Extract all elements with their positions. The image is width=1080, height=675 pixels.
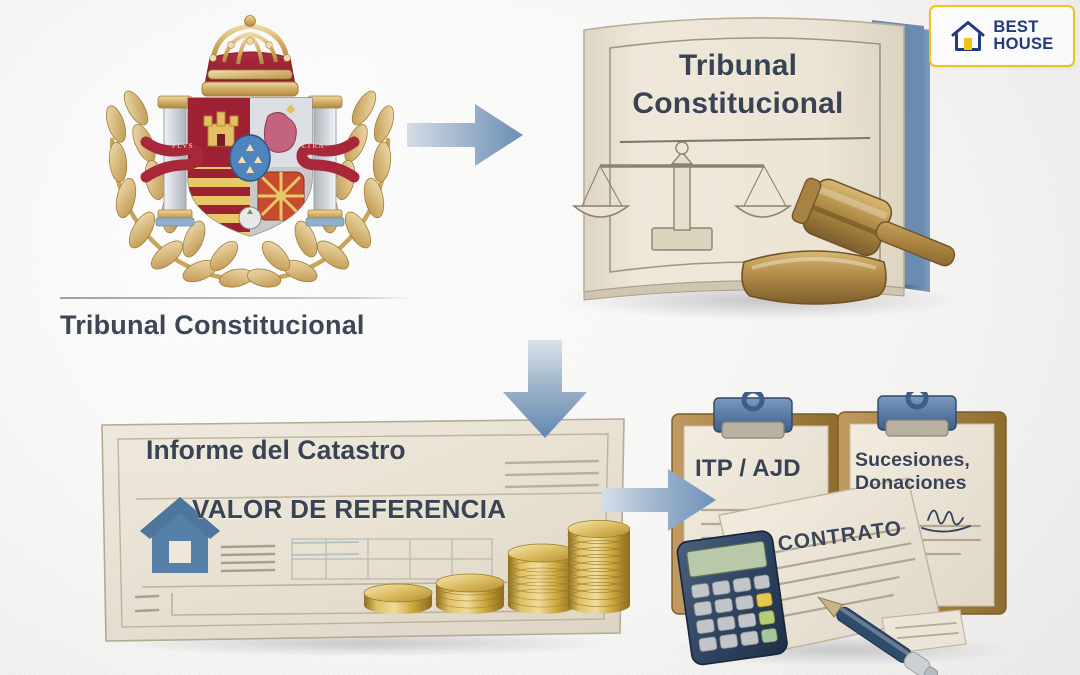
quartered-shield: [187, 97, 313, 237]
house-outline-icon: [951, 21, 985, 51]
clipboard-sucesiones-label: Sucesiones, Donaciones: [855, 449, 970, 494]
logo-text-line-2: HOUSE: [993, 35, 1054, 53]
calculator-icon: [676, 530, 788, 666]
caption-rule: [60, 297, 412, 299]
pillars-of-hercules: [155, 95, 345, 227]
red-ribbon-scroll: PLVS VLTRA: [140, 136, 360, 183]
emblem-caption-label: Tribunal Constitucional: [60, 309, 365, 340]
constitutional-court-book: [512, 0, 1002, 320]
logo-text-line-1: BEST: [993, 18, 1039, 36]
arrow-catastro-to-taxes: [600, 462, 718, 538]
emblem-caption: Tribunal Constitucional: [60, 297, 440, 341]
clipboard-label-line-2: Donaciones: [855, 471, 967, 494]
arrow-book-to-catastro: [495, 338, 595, 440]
catastro-subtitle: VALOR DE REFERENCIA: [192, 494, 507, 524]
royal-crown: [201, 15, 299, 97]
tax-clipboards: [660, 386, 1010, 675]
arrow-emblem-to-book: [405, 96, 525, 174]
svg-text:VLTRA: VLTRA: [295, 141, 324, 150]
best-house-logo[interactable]: BEST HOUSE: [929, 5, 1075, 67]
clipboard-label-line-1: Sucesiones,: [855, 449, 970, 471]
gavel-icon: [741, 177, 956, 305]
house-icon: [140, 497, 220, 573]
scales-of-justice-icon: [571, 141, 793, 251]
svg-text:PLVS: PLVS: [172, 141, 194, 150]
clipboard-itp-ajd-label: ITP / AJD: [695, 455, 801, 482]
pen-icon: [817, 596, 939, 675]
spanish-coat-of-arms: PLVS VLTRA: [100, 12, 400, 297]
catastro-title: Informe del Catastro: [146, 435, 406, 465]
coin-stacks: [363, 520, 631, 614]
cadastre-report-document: [96, 415, 631, 657]
signature-mark: [921, 509, 971, 533]
